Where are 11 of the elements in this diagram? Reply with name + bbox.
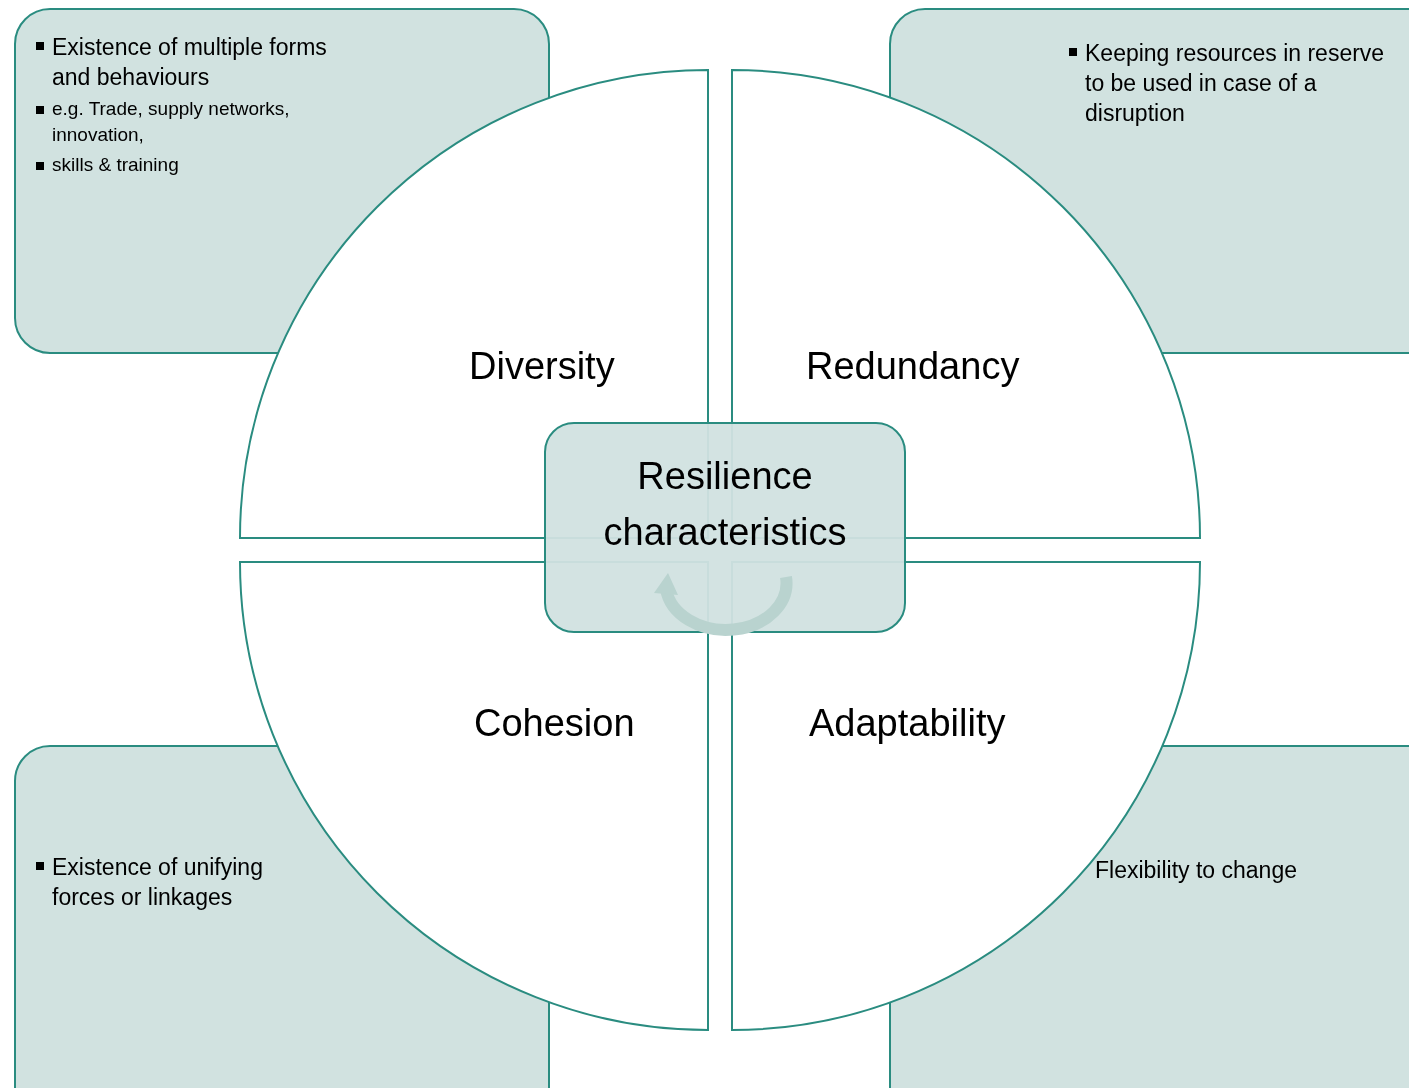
segment-label: Adaptability [809,701,1006,745]
center-box [544,422,906,633]
bullet-text: Keeping resources in reserve to be used in case of a disruption [1085,39,1386,128]
bullet-text: Existence of unifying forces or linkages [52,853,264,912]
center-title: Resilience characteristics [602,454,848,555]
bullet-text: Existence of multiple forms and behaviours [52,33,328,92]
bullet-text: skills & training [52,153,179,177]
segment-label: Redundancy [806,344,1020,388]
segment-label: Cohesion [474,701,635,745]
bullet-text: Flexibility to change [1095,856,1297,885]
segment-label: Diversity [469,344,615,388]
